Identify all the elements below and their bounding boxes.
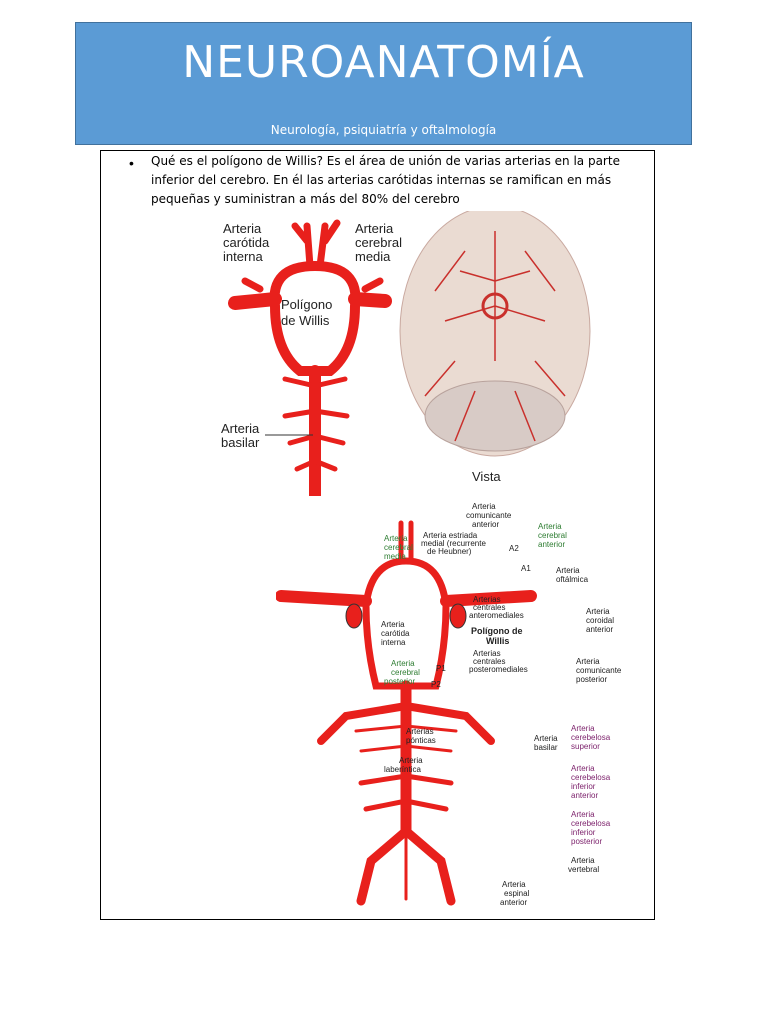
- brain-inferior-view: [399, 211, 591, 457]
- label-vista: Vista: [472, 469, 501, 484]
- page-subtitle: Neurología, psiquiatría y oftalmología: [270, 123, 497, 137]
- label-p1: P1: [436, 664, 446, 673]
- page-title: NEUROANATOMÍA: [182, 37, 585, 88]
- content-box: • Qué es el polígono de Willis? Es el ár…: [100, 150, 655, 920]
- label-p2: P2: [431, 680, 441, 689]
- label-a2: A2: [509, 544, 519, 553]
- polygon-ring: [269, 260, 361, 376]
- bullet-icon: •: [129, 155, 134, 171]
- document-header: NEUROANATOMÍA Neurología, psiquiatría y …: [75, 22, 692, 145]
- bullet-text: Qué es el polígono de Willis? Es el área…: [151, 154, 620, 206]
- label-a1: A1: [521, 564, 531, 573]
